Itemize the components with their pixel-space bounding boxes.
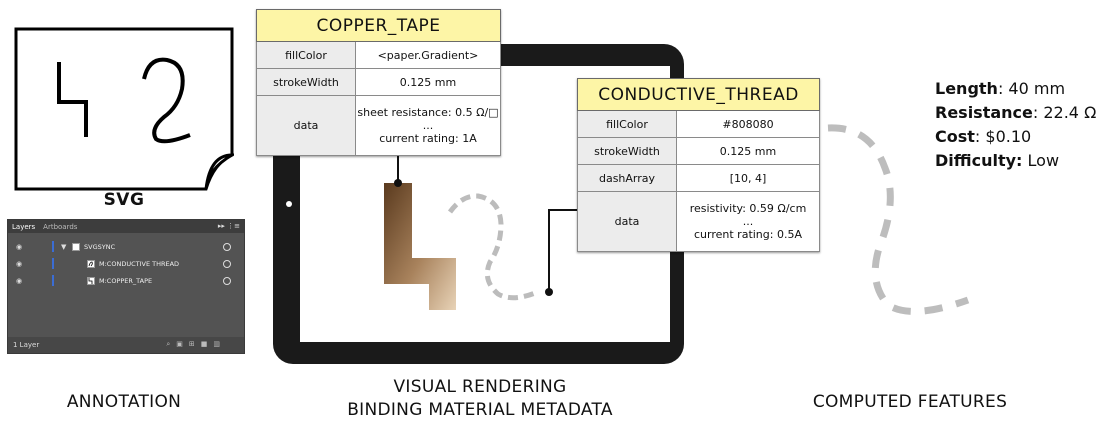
feature-curve-path: [827, 124, 970, 315]
copper-tape-table: COPPER_TAPE fillColor <paper.Gradient> s…: [256, 9, 501, 156]
layer-row[interactable]: ◉ M:COPPER_TAPE: [8, 275, 244, 286]
copper-tape-shape: [384, 183, 456, 310]
data-line: ...: [742, 215, 754, 228]
table-key: fillColor: [577, 110, 677, 138]
target-circle-icon[interactable]: [223, 259, 231, 268]
eye-icon[interactable]: ◉: [16, 259, 23, 268]
copper-tape-title: COPPER_TAPE: [256, 9, 501, 42]
layer-color-bar: [52, 275, 54, 286]
table-key: strokeWidth: [577, 137, 677, 165]
layer-row[interactable]: ◉ M:CONDUCTIVE THREAD: [8, 258, 244, 269]
feature-value: Low: [1022, 151, 1060, 170]
layers-panel-footer: 1 Layer ⌕▣⊞■▥: [8, 337, 244, 353]
table-value: #808080: [676, 110, 820, 138]
eye-icon[interactable]: ◉: [16, 242, 23, 251]
table-value: 0.125 mm: [355, 68, 501, 96]
conductive-thread-title: CONDUCTIVE_THREAD: [577, 78, 820, 111]
feature-difficulty: Difficulty: Low: [935, 149, 1096, 173]
rendering-caption-line: VISUAL RENDERING: [393, 377, 567, 397]
tab-artboards[interactable]: Artboards: [43, 222, 78, 231]
eye-icon[interactable]: ◉: [16, 276, 23, 285]
features-caption: COMPUTED FEATURES: [812, 392, 1008, 412]
tablet-home-button: [286, 201, 292, 207]
layer-count: 1 Layer: [13, 341, 40, 349]
svg-document-icon: [14, 27, 238, 192]
feature-value: : 22.4 Ω: [1032, 103, 1097, 122]
feature-length: Length: 40 mm: [935, 77, 1096, 101]
svg-caption: SVG: [103, 190, 145, 210]
table-value: sheet resistance: 0.5 Ω/□ ... current ra…: [355, 95, 501, 156]
layers-panel-tabs: Layers Artboards: [8, 220, 244, 233]
layer-thumbnail-icon: [72, 242, 80, 251]
table-key: strokeWidth: [256, 68, 356, 96]
target-circle-icon[interactable]: [223, 242, 231, 251]
table-value: [10, 4]: [676, 164, 820, 192]
thread-anchor-dot: [545, 288, 553, 296]
layers-panel: Layers Artboards ▸▸ ⋮≡ ◉ ▼ SVGSYNC ◉ M:C…: [7, 219, 245, 354]
tab-layers[interactable]: Layers: [12, 222, 36, 231]
copper-anchor-dot: [394, 179, 402, 187]
data-line: resistivity: 0.59 Ω/cm: [689, 202, 807, 215]
feature-label: Resistance: [935, 103, 1033, 122]
panel-footer-icons[interactable]: ⌕▣⊞■▥: [166, 340, 226, 348]
layer-label: SVGSYNC: [84, 242, 116, 251]
table-value: resistivity: 0.59 Ω/cm ... current ratin…: [676, 191, 820, 252]
feature-value: : $0.10: [974, 127, 1032, 146]
rendering-caption-line: BINDING MATERIAL METADATA: [347, 400, 613, 420]
copper-thumbnail-icon: [87, 276, 95, 285]
panel-menu-icon[interactable]: ▸▸ ⋮≡: [217, 222, 240, 230]
feature-label: Cost: [935, 127, 975, 146]
thread-thumbnail-icon: [87, 259, 95, 268]
data-line: current rating: 1A: [379, 132, 477, 145]
table-key: data: [256, 95, 356, 156]
disclosure-triangle-icon[interactable]: ▼: [61, 242, 67, 251]
computed-features-list: Length: 40 mm Resistance: 22.4 Ω Cost: $…: [935, 77, 1096, 173]
table-value: 0.125 mm: [676, 137, 820, 165]
data-line: ...: [422, 119, 434, 132]
feature-resistance: Resistance: 22.4 Ω: [935, 101, 1096, 125]
rendering-caption: VISUAL RENDERING BINDING MATERIAL METADA…: [330, 376, 630, 422]
layer-label: M:CONDUCTIVE THREAD: [99, 259, 180, 268]
data-line: current rating: 0.5A: [694, 228, 802, 241]
feature-value: : 40 mm: [997, 79, 1066, 98]
annotation-caption: ANNOTATION: [66, 392, 182, 412]
conductive-thread-table: CONDUCTIVE_THREAD fillColor #808080 stro…: [577, 78, 820, 252]
table-key: data: [577, 191, 677, 252]
feature-cost: Cost: $0.10: [935, 125, 1096, 149]
table-key: fillColor: [256, 41, 356, 69]
data-line: sheet resistance: 0.5 Ω/□: [357, 106, 499, 119]
feature-label: Length: [935, 79, 998, 98]
layer-color-bar: [52, 241, 54, 252]
conductive-thread-path: [447, 193, 536, 301]
layer-row[interactable]: ◉ ▼ SVGSYNC: [8, 241, 244, 252]
layer-label: M:COPPER_TAPE: [99, 276, 153, 285]
table-value: <paper.Gradient>: [355, 41, 501, 69]
layer-color-bar: [52, 258, 54, 269]
target-circle-icon[interactable]: [223, 276, 231, 285]
feature-label: Difficulty:: [935, 151, 1023, 170]
thread-leader-line: [548, 209, 577, 292]
table-key: dashArray: [577, 164, 677, 192]
